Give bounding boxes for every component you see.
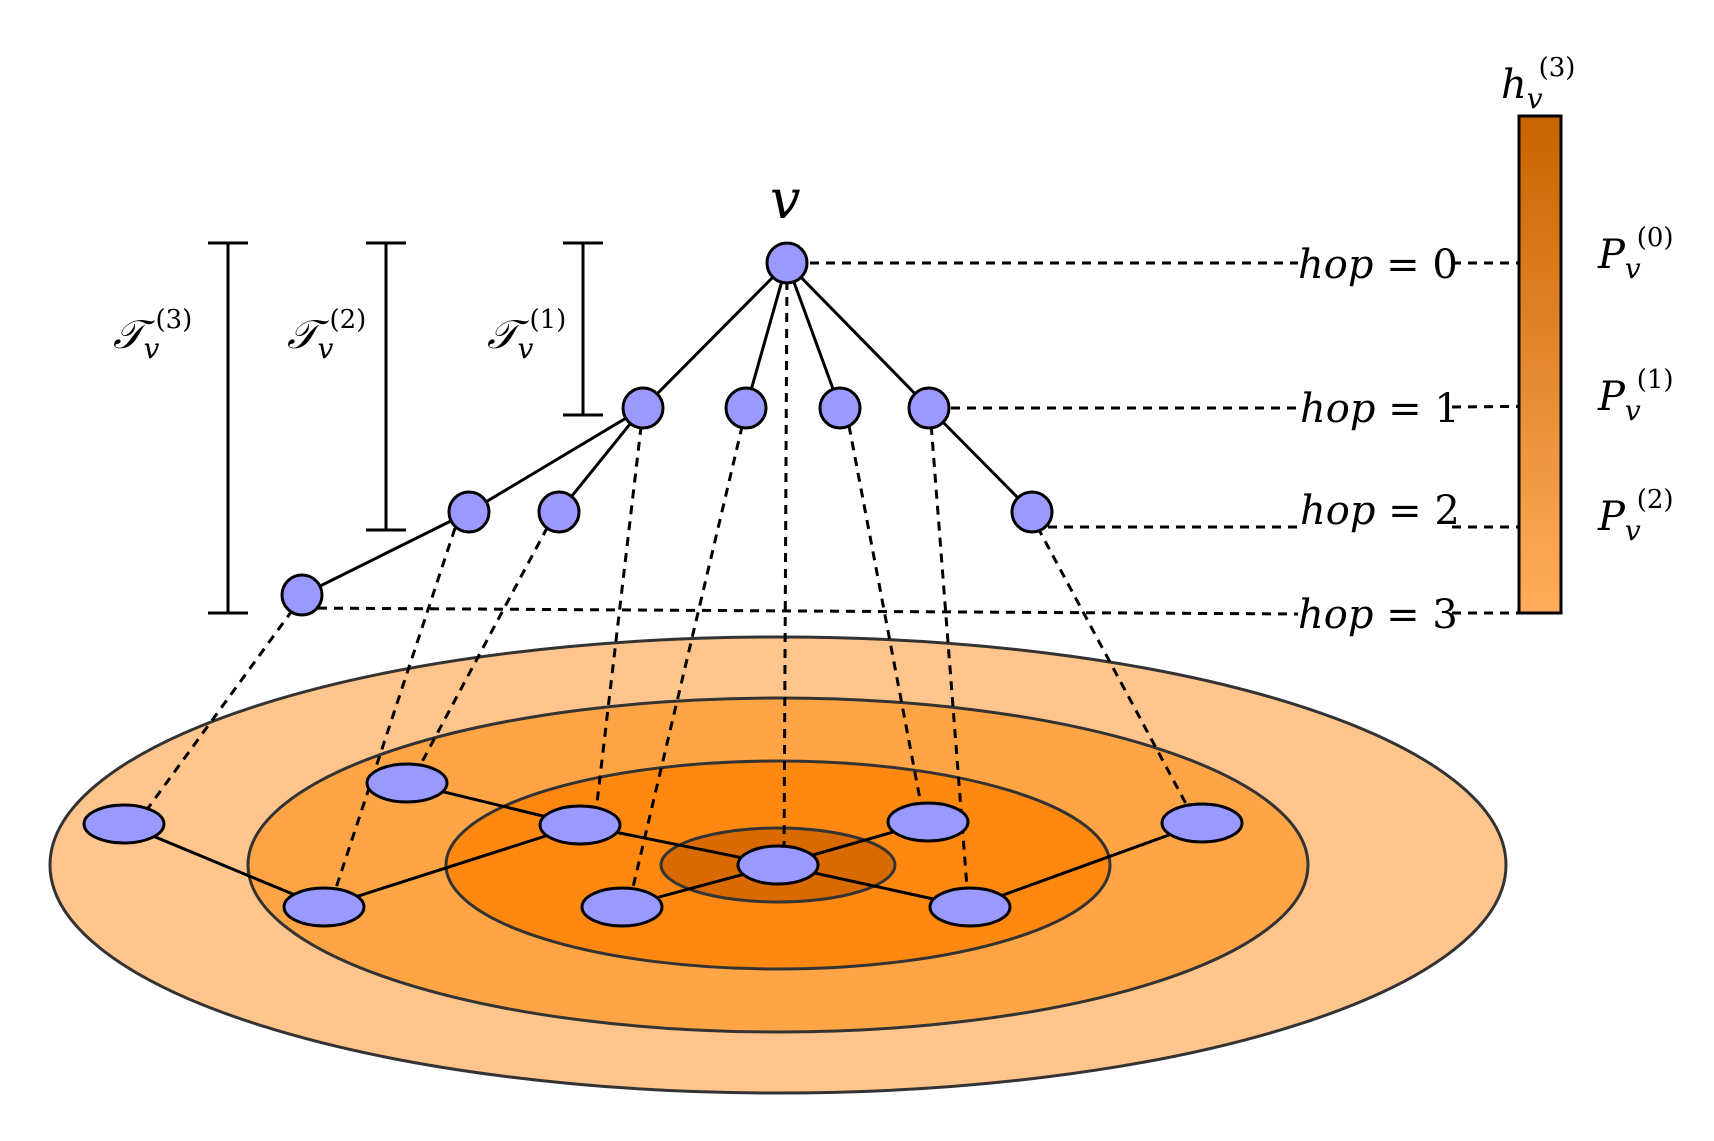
graph-node — [928, 886, 1012, 928]
hop-label-2: hop = 2 — [1300, 488, 1460, 534]
graph-nodes — [82, 762, 1244, 928]
graph-edge — [323, 823, 581, 909]
projection-line — [593, 409, 645, 821]
subtree-brackets — [208, 241, 603, 615]
subtree-labels: 𝒯v(1) 𝒯v(2) 𝒯v(3) — [113, 305, 566, 365]
graph-node — [538, 804, 622, 846]
tree-node — [537, 490, 581, 534]
tree-label-T1: 𝒯v(1) — [487, 305, 566, 365]
root-label: v — [770, 168, 801, 231]
tree-node — [907, 386, 951, 430]
projection-line — [782, 264, 789, 861]
tree-node — [447, 490, 491, 534]
hop-guide-3 — [301, 606, 1299, 616]
graph-node — [580, 886, 664, 928]
projection-line — [141, 596, 304, 816]
bracket-T3 — [208, 241, 248, 615]
hop-label-0: hop = 0 — [1298, 242, 1458, 288]
tree-node — [621, 386, 665, 430]
tree-edge — [468, 406, 644, 514]
segment-label-P2: Pv(2) — [1597, 485, 1674, 547]
tree-edges — [301, 261, 1034, 597]
tree-node-root — [765, 241, 809, 285]
bracket-T2 — [366, 241, 406, 532]
bracket-T1 — [563, 241, 603, 417]
tree-edge — [744, 262, 789, 409]
graph-node-center — [736, 844, 820, 886]
tree-node — [280, 573, 324, 617]
hop-label-1: hop = 1 — [1300, 386, 1460, 432]
projection-line — [413, 512, 557, 776]
hop-labels: hop = 0 hop = 1 hop = 2 hop = 3 — [1298, 242, 1460, 638]
graph-node — [1160, 802, 1244, 844]
segment-label-P1: Pv(1) — [1597, 365, 1674, 427]
tree-edge — [301, 510, 470, 597]
tree-label-T3: 𝒯v(3) — [113, 305, 192, 365]
tree-nodes — [280, 241, 1054, 617]
tree-label-T2: 𝒯v(2) — [287, 305, 366, 365]
tree-node — [818, 386, 862, 430]
segment-label-P0: Pv(0) — [1597, 223, 1674, 285]
tree-edge — [641, 261, 789, 410]
projection-line — [844, 409, 925, 816]
graph-node — [365, 762, 449, 804]
projection-line — [628, 409, 748, 901]
tree-edge — [785, 262, 842, 409]
embedding-segment-labels: Pv(0) Pv(1) Pv(2) — [1597, 223, 1674, 547]
graph-edge — [123, 822, 325, 909]
graph-node — [82, 803, 166, 845]
projection-line — [330, 512, 462, 901]
tree-edge — [785, 261, 931, 410]
graph-node — [282, 886, 366, 928]
graph-edge — [969, 821, 1203, 909]
embedding-title: hv(3) — [1501, 53, 1575, 115]
projection-line — [928, 409, 970, 901]
hop-guides — [301, 261, 1557, 616]
tree-edge — [557, 407, 645, 513]
tree-node — [724, 386, 768, 430]
tree-node — [1010, 490, 1054, 534]
graph-node — [886, 801, 970, 843]
embedding-bar — [1517, 114, 1563, 615]
tree-edge — [927, 406, 1034, 514]
hop-label-3: hop = 3 — [1298, 592, 1458, 638]
projection-lines — [141, 264, 1194, 901]
